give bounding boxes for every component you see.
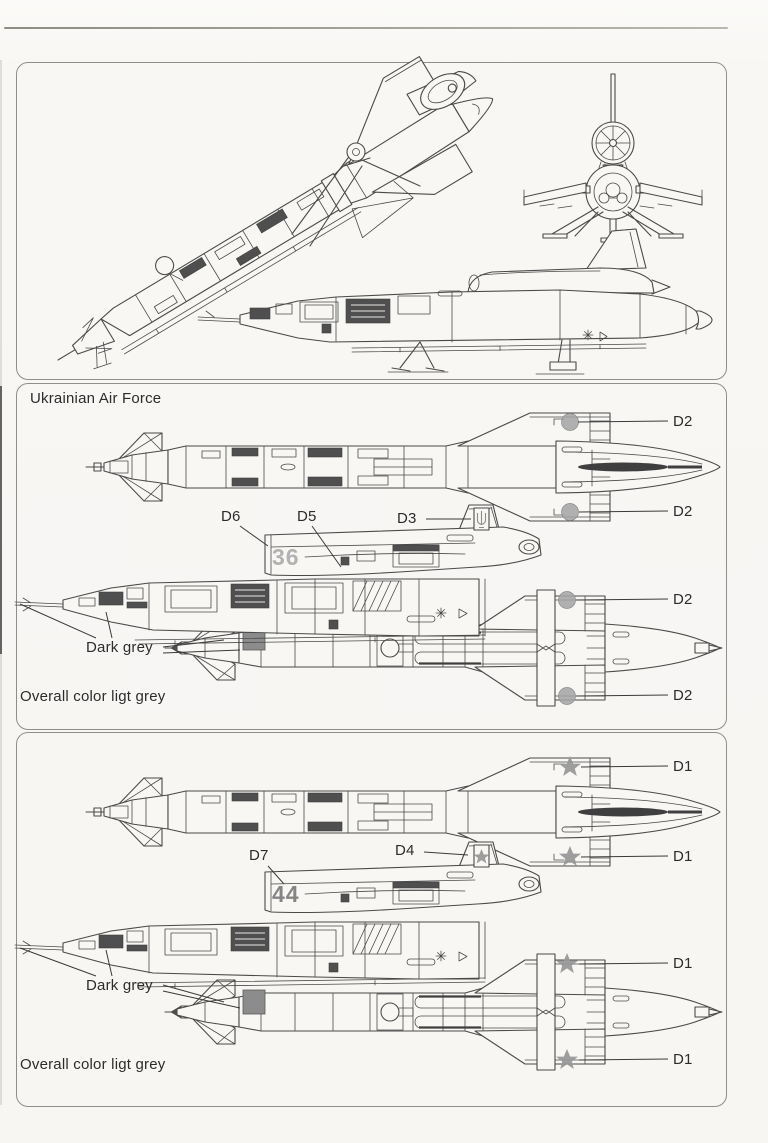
callout-d2-bottomview-upper: D2 [673, 591, 693, 608]
tail-number-44: 44 [272, 881, 300, 907]
top-view-ukrainian [84, 411, 722, 523]
callout-d2-bottomview-lower: D2 [673, 687, 693, 704]
scan-artifact-top-line [4, 27, 728, 29]
front-view-drawing [523, 73, 703, 243]
callout-d5: D5 [297, 508, 317, 525]
leader-lines-ukrainian [19, 420, 669, 697]
dark-grey-note-ukrainian: Dark grey [86, 639, 153, 656]
callout-d3: D3 [397, 510, 417, 527]
perspective-view-drawing [19, 34, 520, 406]
callout-d7: D7 [249, 847, 269, 864]
trident-emblem [473, 507, 490, 531]
callout-d6: D6 [221, 508, 241, 525]
ukrainian-scheme-drawings: 36 [14, 411, 724, 708]
scheme-title: Ukrainian Air Force [30, 390, 162, 407]
callout-d2-topview-upper: D2 [673, 413, 693, 430]
scan-artifact-left-edge [0, 386, 2, 654]
roundel-markers-d2 [558, 413, 579, 705]
callout-d1-bottomview-upper: D1 [673, 955, 693, 972]
overall-color-note-ukrainian: Overall color ligt grey [20, 688, 166, 705]
soviet-scheme-drawings: 44 [14, 756, 724, 1072]
section-overview-panel [16, 62, 727, 380]
leader-lines-soviet [19, 765, 669, 1061]
callout-d1-topview-lower: D1 [673, 848, 693, 865]
tail-number-36: 36 [272, 544, 300, 570]
section-soviet-panel [16, 732, 727, 1107]
callout-d1-bottomview-lower: D1 [673, 1051, 693, 1068]
callout-d1-topview-upper: D1 [673, 758, 693, 775]
overall-color-note-soviet: Overall color ligt grey [20, 1056, 166, 1073]
side-view-drawing [197, 228, 713, 375]
callout-d2-topview-lower: D2 [673, 503, 693, 520]
dark-grey-note-soviet: Dark grey [86, 977, 153, 994]
section-ukrainian-panel [16, 383, 727, 730]
callout-d4: D4 [395, 842, 415, 859]
